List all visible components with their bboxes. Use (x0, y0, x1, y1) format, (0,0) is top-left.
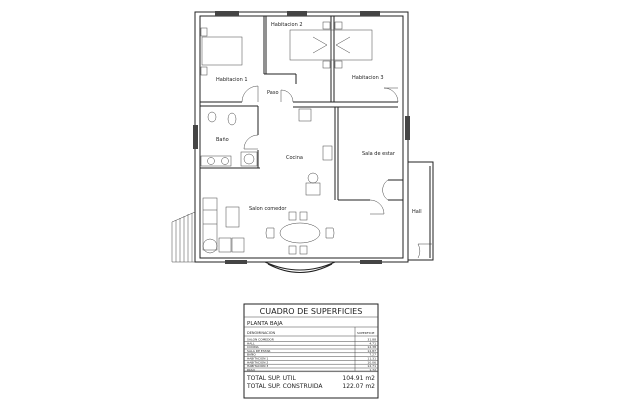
table-row-name: HALL (247, 341, 255, 345)
label-cocina: Cocina (286, 155, 303, 161)
table-row-value: 12.71 (367, 364, 376, 368)
total-construida-label: TOTAL SUP. CONSTRUIDA (246, 383, 323, 390)
table-row-value: 1.72 (369, 368, 376, 372)
label-habitacion3: Habitacion 3 (352, 75, 384, 81)
label-bano: Baño (216, 137, 229, 143)
surface-table: CUADRO DE SUPERFICIES PLANTA BAJA DENOMI… (243, 303, 379, 399)
stairs (171, 211, 196, 263)
table-row-name: HABITACION 3 (247, 364, 268, 368)
table-title: CUADRO DE SUPERFICIES (260, 307, 363, 316)
table-col-name: DENOMINACION (247, 331, 276, 335)
table-row-value: 4.71 (369, 341, 376, 345)
furniture (200, 21, 373, 255)
table-row-name: PASO (247, 368, 256, 372)
table-row-value: 7.27 (369, 353, 376, 357)
label-habitacion1: Habitacion 1 (216, 77, 248, 83)
hall-walls (407, 161, 434, 261)
label-habitacion2: Habitacion 2 (271, 22, 303, 28)
label-hall: Hall (412, 209, 422, 215)
total-util-label: TOTAL SUP. UTIL (246, 375, 296, 382)
windows (193, 11, 410, 264)
total-construida-value: 122.07 m2 (342, 383, 375, 390)
table-row-value: 31.88 (367, 338, 376, 342)
label-sala-estar: Sala de estar (362, 151, 396, 157)
table-row-name: BAÑO (247, 352, 256, 357)
table-col-value: SUPERFICIE (357, 331, 374, 335)
room-labels: Habitacion 1 Habitacion 2 Habitacion 3 P… (216, 22, 422, 215)
table-row-name: HABITACION 2 (247, 360, 268, 364)
table-row-value: 10.06 (367, 360, 376, 364)
table-row-name: HABITACION 1 (247, 357, 268, 361)
label-paso: Paso (267, 90, 279, 96)
table-row-name: COCINA (247, 345, 260, 349)
table-row-name: SALON COMEDOR (247, 338, 274, 342)
interior-walls (200, 16, 403, 201)
table-section: PLANTA BAJA (247, 321, 283, 327)
doors (241, 85, 432, 259)
table-row-value: 11.31 (367, 357, 376, 361)
total-util-value: 104.91 m2 (342, 375, 375, 382)
bay-window (264, 261, 336, 273)
label-salon-comedor: Salon comedor (249, 206, 287, 212)
table-row-value: 12.38 (367, 345, 376, 349)
table-row-name: SALA DE ESTAR (247, 349, 270, 353)
table-row-value: 12.87 (367, 349, 376, 353)
